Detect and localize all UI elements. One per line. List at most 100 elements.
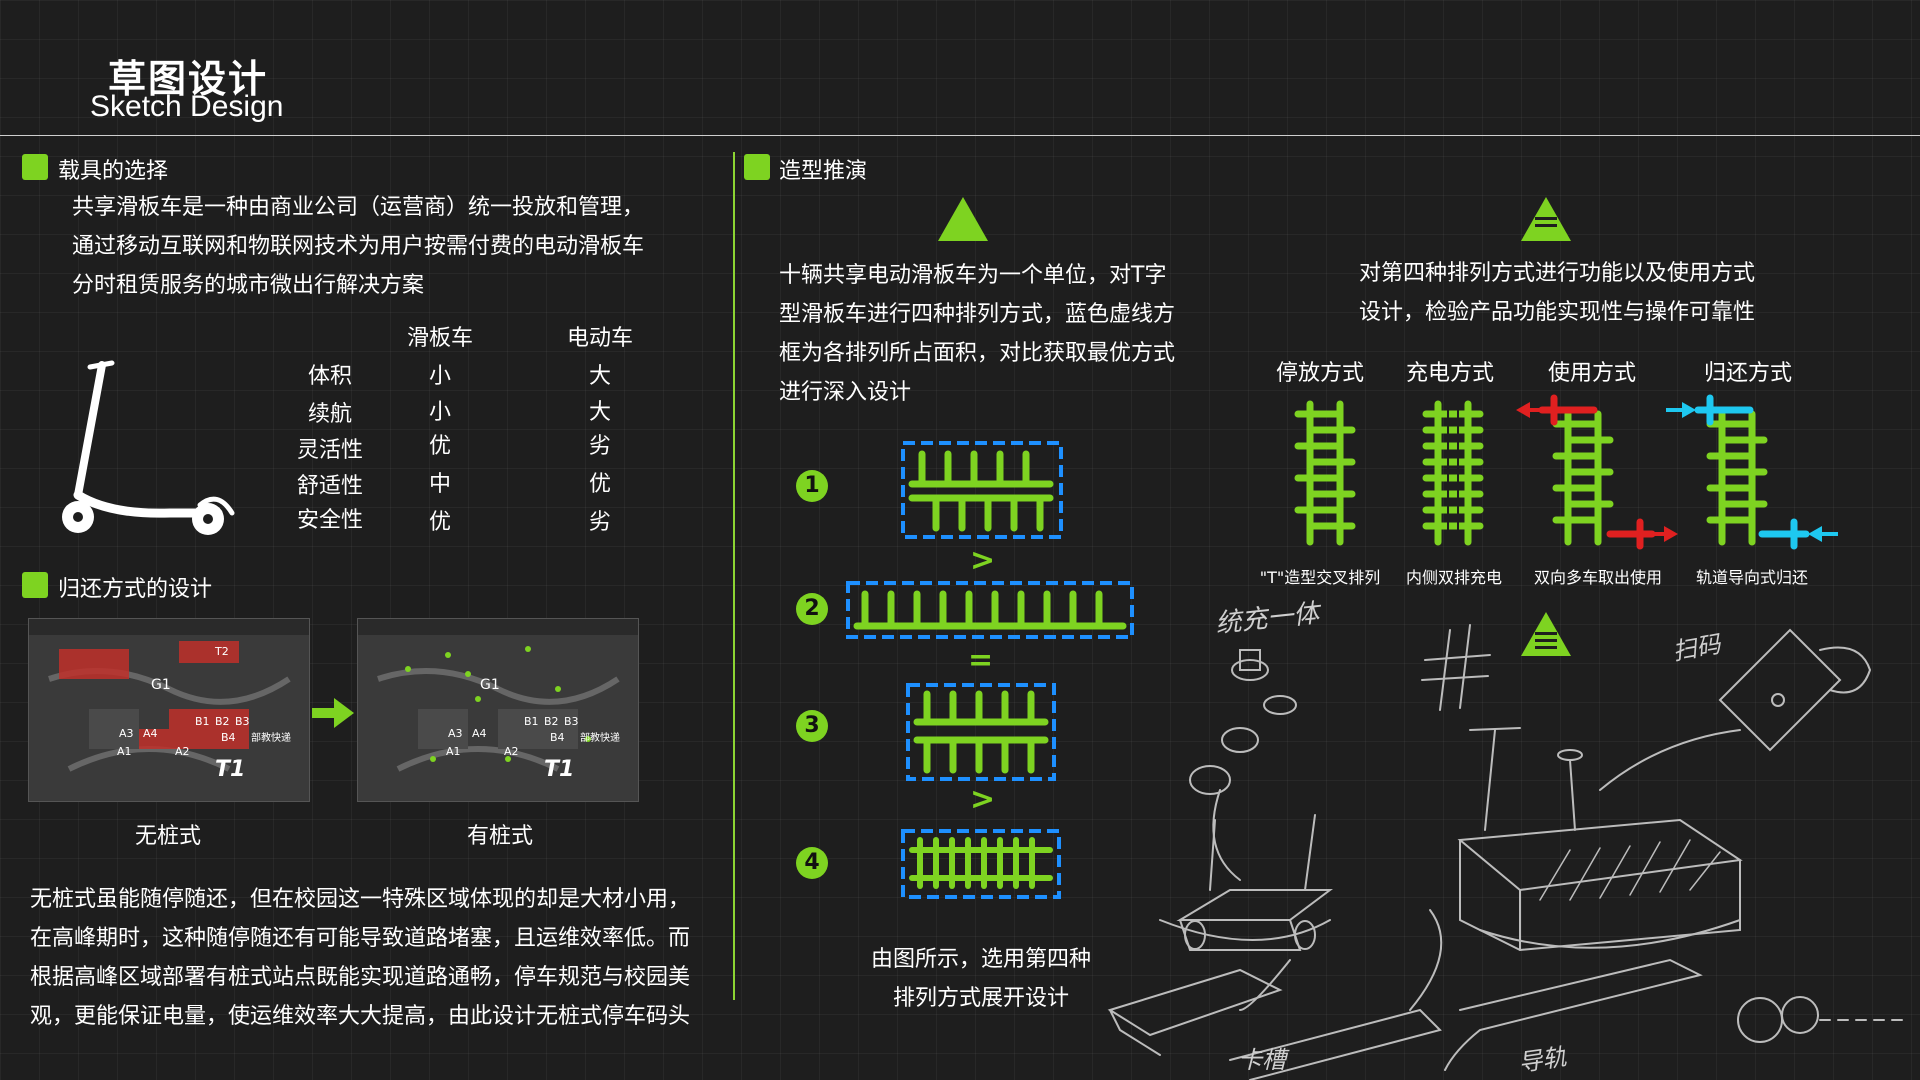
- map-label: T1: [215, 757, 246, 782]
- page-title: 草图设计: [108, 57, 269, 101]
- map-label: T2: [215, 645, 229, 658]
- conclusion-line: 由图所示，选用第四种: [870, 947, 1091, 972]
- bottom-line: 无桩式虽能随停随还，但在校园这一特殊区域体现的却是大材小用，: [30, 887, 691, 912]
- mode-label-usage: 使用方式: [1547, 361, 1636, 386]
- arrow-right-icon: [312, 698, 354, 728]
- compare-cell: 优: [428, 434, 451, 459]
- bottom-line: 在高峰期时，这种随停随还有可能导致道路堵塞，且运维效率低。而: [30, 926, 691, 951]
- compare-cell: 大: [588, 364, 611, 389]
- compare-header-scooter: 滑板车: [406, 326, 473, 351]
- intro-paragraph: 共享滑板车是一种由商业公司（运营商）统一投放和管理， 通过移动互联网和物联网技术…: [72, 188, 644, 305]
- step-number: 3: [796, 710, 828, 742]
- map-label: B3: [564, 715, 579, 728]
- intro-line: 分时租赁服务的城市微出行解决方案: [72, 273, 425, 298]
- triangle-marker-icon: [1521, 197, 1571, 241]
- mode-caption: "T"造型交叉排列: [1259, 568, 1381, 587]
- section-title-form: 造型推演: [779, 159, 868, 184]
- step-number: 1: [796, 470, 828, 502]
- map-label: A1: [446, 745, 461, 758]
- map-label: B4: [550, 731, 565, 744]
- compare-cell: 小: [428, 364, 451, 389]
- header-divider: [0, 135, 1920, 136]
- section-marker-icon: [744, 154, 770, 180]
- mode-label-return: 归还方式: [1703, 361, 1792, 386]
- comparator-symbol: >: [970, 782, 996, 817]
- compare-cell: 大: [588, 400, 611, 425]
- campus-map-docked: G1 A3 A4 A1 A2 B1 B2 B3 B4 部教快递 T1: [357, 618, 639, 802]
- intro-line: 通过移动互联网和物联网技术为用户按需付费的电动滑板车: [72, 234, 645, 259]
- column-divider: [733, 152, 735, 1000]
- compare-cell: 劣: [588, 510, 611, 535]
- compare-row-label: 安全性: [296, 508, 363, 533]
- compare-header-ebike: 电动车: [566, 326, 633, 351]
- arrangement-3-diagram: [906, 683, 1056, 781]
- page-subtitle: Sketch Design: [90, 90, 284, 123]
- intro-line: 共享滑板车是一种由商业公司（运营商）统一投放和管理，: [72, 195, 645, 220]
- caption-docked: 有桩式: [466, 824, 533, 849]
- mode-caption: 双向多车取出使用: [1533, 568, 1662, 587]
- arrangement-4-diagram: [901, 829, 1061, 899]
- mode-label-parking: 停放方式: [1275, 361, 1364, 386]
- compare-cell: 小: [428, 400, 451, 425]
- form-description: 十辆共享电动滑板车为一个单位，对T字 型滑板车进行四种排列方式，蓝色虚线方 框为…: [779, 256, 1175, 412]
- desc-line: 框为各排列所占面积，对比获取最优方式: [779, 341, 1176, 366]
- compare-row-label: 灵活性: [296, 438, 363, 463]
- conclusion-text: 由图所示，选用第四种 排列方式展开设计: [866, 940, 1096, 1018]
- comparator-symbol: >: [970, 543, 996, 578]
- section-title-vehicle: 载具的选择: [58, 159, 169, 184]
- compare-cell: 优: [588, 472, 611, 497]
- map-label: A4: [143, 727, 158, 740]
- desc-line: 进行深入设计: [779, 380, 912, 405]
- arrangement-2-diagram: [846, 581, 1134, 639]
- mode-label-charging: 充电方式: [1405, 361, 1494, 386]
- compare-row-label: 舒适性: [296, 474, 363, 499]
- desc-line: 设计，检验产品功能实现性与操作可靠性: [1358, 300, 1755, 325]
- map-label: A1: [117, 745, 132, 758]
- map-label: B2: [544, 715, 559, 728]
- section-title-return: 归还方式的设计: [58, 577, 213, 602]
- map-label: T1: [544, 757, 575, 782]
- map-label: G1: [480, 677, 500, 693]
- function-description: 对第四种排列方式进行功能以及使用方式 设计，检验产品功能实现性与操作可靠性: [1357, 254, 1757, 332]
- charging-mode-diagram: [1422, 400, 1484, 546]
- map-label: B2: [215, 715, 230, 728]
- return-mode-diagram: [1666, 394, 1838, 550]
- bottom-line: 根据高峰区域部署有桩式站点既能实现道路通畅，停车规范与校园美: [30, 965, 691, 990]
- comparator-symbol: =: [968, 643, 994, 678]
- scooter-icon: [62, 360, 235, 535]
- step-number: 4: [796, 847, 828, 879]
- bottom-paragraph: 无桩式虽能随停随还，但在校园这一特殊区域体现的却是大材小用， 在高峰期时，这种随…: [30, 880, 690, 1036]
- map-label: B4: [221, 731, 236, 744]
- usage-mode-diagram: [1516, 394, 1678, 550]
- parking-mode-diagram: [1294, 400, 1356, 546]
- compare-cell: 优: [428, 510, 451, 535]
- map-label: 部教快递: [251, 733, 291, 744]
- section-marker-icon: [22, 154, 48, 180]
- triangle-marker-icon: [938, 197, 988, 241]
- sketch-note: 卡槽: [1238, 1046, 1286, 1074]
- mode-caption: 内侧双排充电: [1405, 568, 1502, 587]
- caption-dockless: 无桩式: [134, 824, 201, 849]
- map-label: A3: [448, 727, 463, 740]
- arrangement-1-diagram: [901, 441, 1063, 539]
- map-label: A3: [119, 727, 134, 740]
- campus-map-dockless: G1 T2 A3 A4 A1 A2 B1 B2 B3 B4 部教快递 T1: [28, 618, 310, 802]
- desc-line: 对第四种排列方式进行功能以及使用方式: [1358, 261, 1755, 286]
- sketch-note: 导轨: [1516, 1042, 1569, 1078]
- compare-row-label: 续航: [307, 402, 352, 427]
- map-label: A2: [504, 745, 519, 758]
- hand-sketch-illustration: [1107, 624, 1911, 1080]
- conclusion-line: 排列方式展开设计: [892, 986, 1069, 1011]
- map-label: A2: [175, 745, 190, 758]
- compare-cell: 劣: [588, 434, 611, 459]
- map-label: B1: [195, 715, 210, 728]
- triangle-marker-icon: [1521, 612, 1571, 656]
- map-label: A4: [472, 727, 487, 740]
- map-label: B1: [524, 715, 539, 728]
- compare-cell: 中: [428, 472, 451, 497]
- mode-caption: 轨道导向式归还: [1695, 568, 1808, 587]
- map-label: G1: [151, 677, 171, 693]
- desc-line: 型滑板车进行四种排列方式，蓝色虚线方: [779, 302, 1176, 327]
- bottom-line: 观，更能保证电量，使运维效率大大提高，由此设计无桩式停车码头: [30, 1004, 691, 1029]
- compare-row-label: 体积: [307, 364, 352, 389]
